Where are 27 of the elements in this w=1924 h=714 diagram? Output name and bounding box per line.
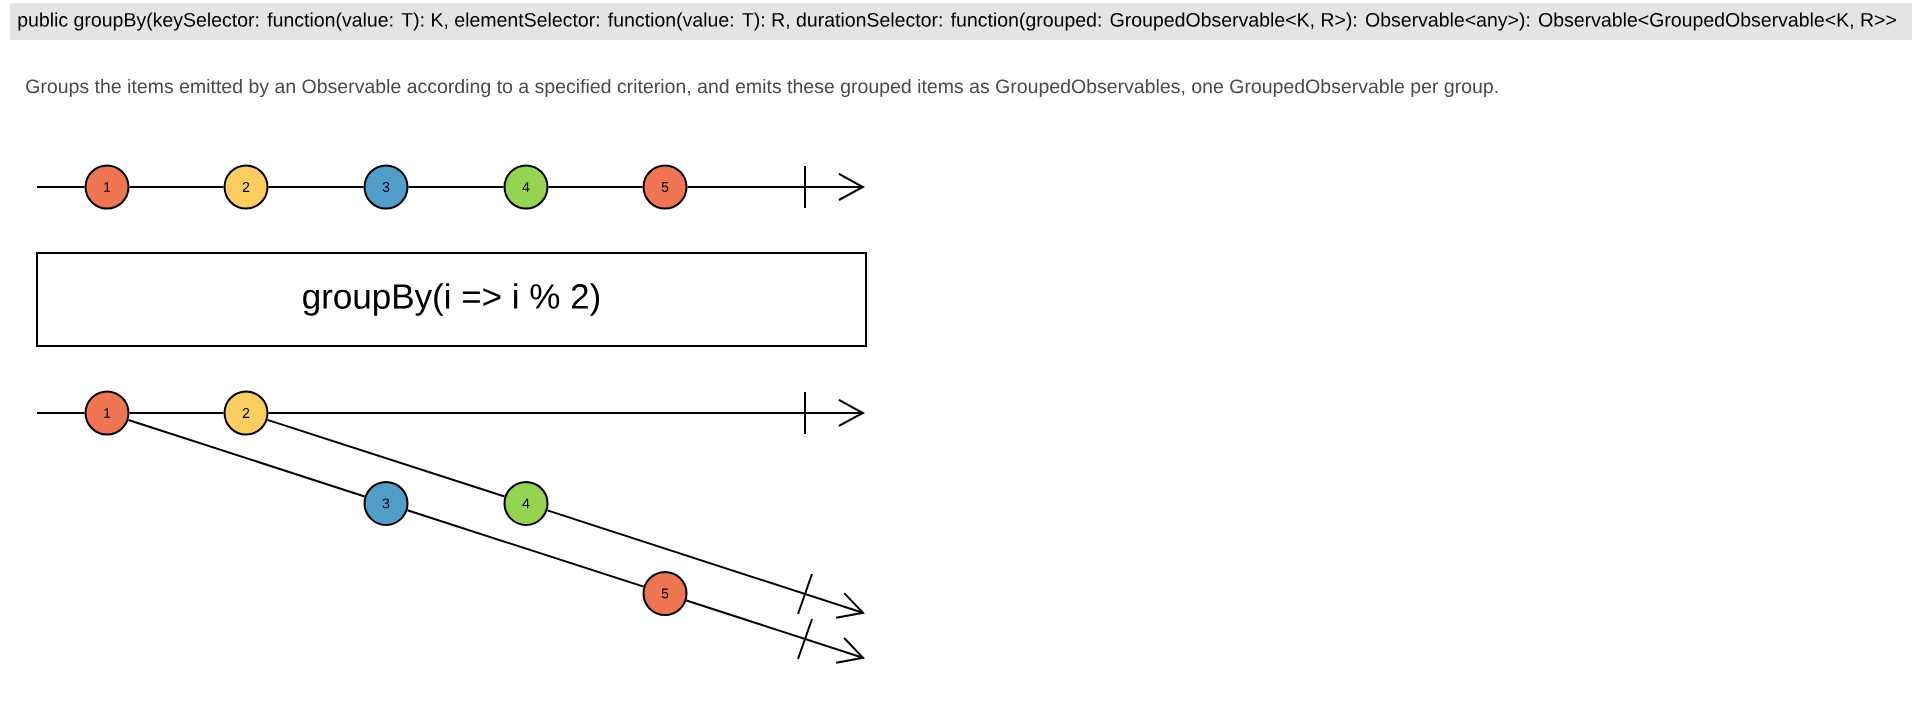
marble: 3 [363,480,409,526]
marble: 4 [503,480,549,526]
timeline-line [406,509,645,588]
operator-box: groupBy(i => i % 2) [36,252,867,347]
marble: 2 [223,164,269,210]
marble: 5 [642,164,688,210]
timeline-arrow [546,509,865,619]
timeline-line [128,412,225,414]
timeline-line [267,186,365,188]
timeline-line [266,418,506,498]
timeline-line [407,186,505,188]
signature-header: public groupBy(keySelector: function(value: T): K, elementSelector: function(value: T): R, durationSelector: function(grouped: GroupedObservable<K, R>): Observable<any>): Observable<GroupedObservable<K, R>> [10,3,1912,40]
timeline-line [127,418,366,498]
timeline-line [36,412,86,414]
marble: 4 [503,164,549,210]
timeline-line [128,186,225,188]
timeline-line [36,186,86,188]
timeline-arrow [686,173,865,201]
marble: 1 [84,164,130,210]
timeline-arrow [685,599,865,664]
marble: 2 [223,390,269,436]
description-text: Groups the items emitted by an Observable according to a specified criterion, and emits these grouped items as GroupedObservables, one GroupedObservable per group. [26,78,1498,98]
marble: 1 [84,390,130,436]
marble: 3 [363,164,409,210]
marble: 5 [642,571,688,616]
timeline-line [547,186,644,188]
timeline-arrow [267,399,865,427]
